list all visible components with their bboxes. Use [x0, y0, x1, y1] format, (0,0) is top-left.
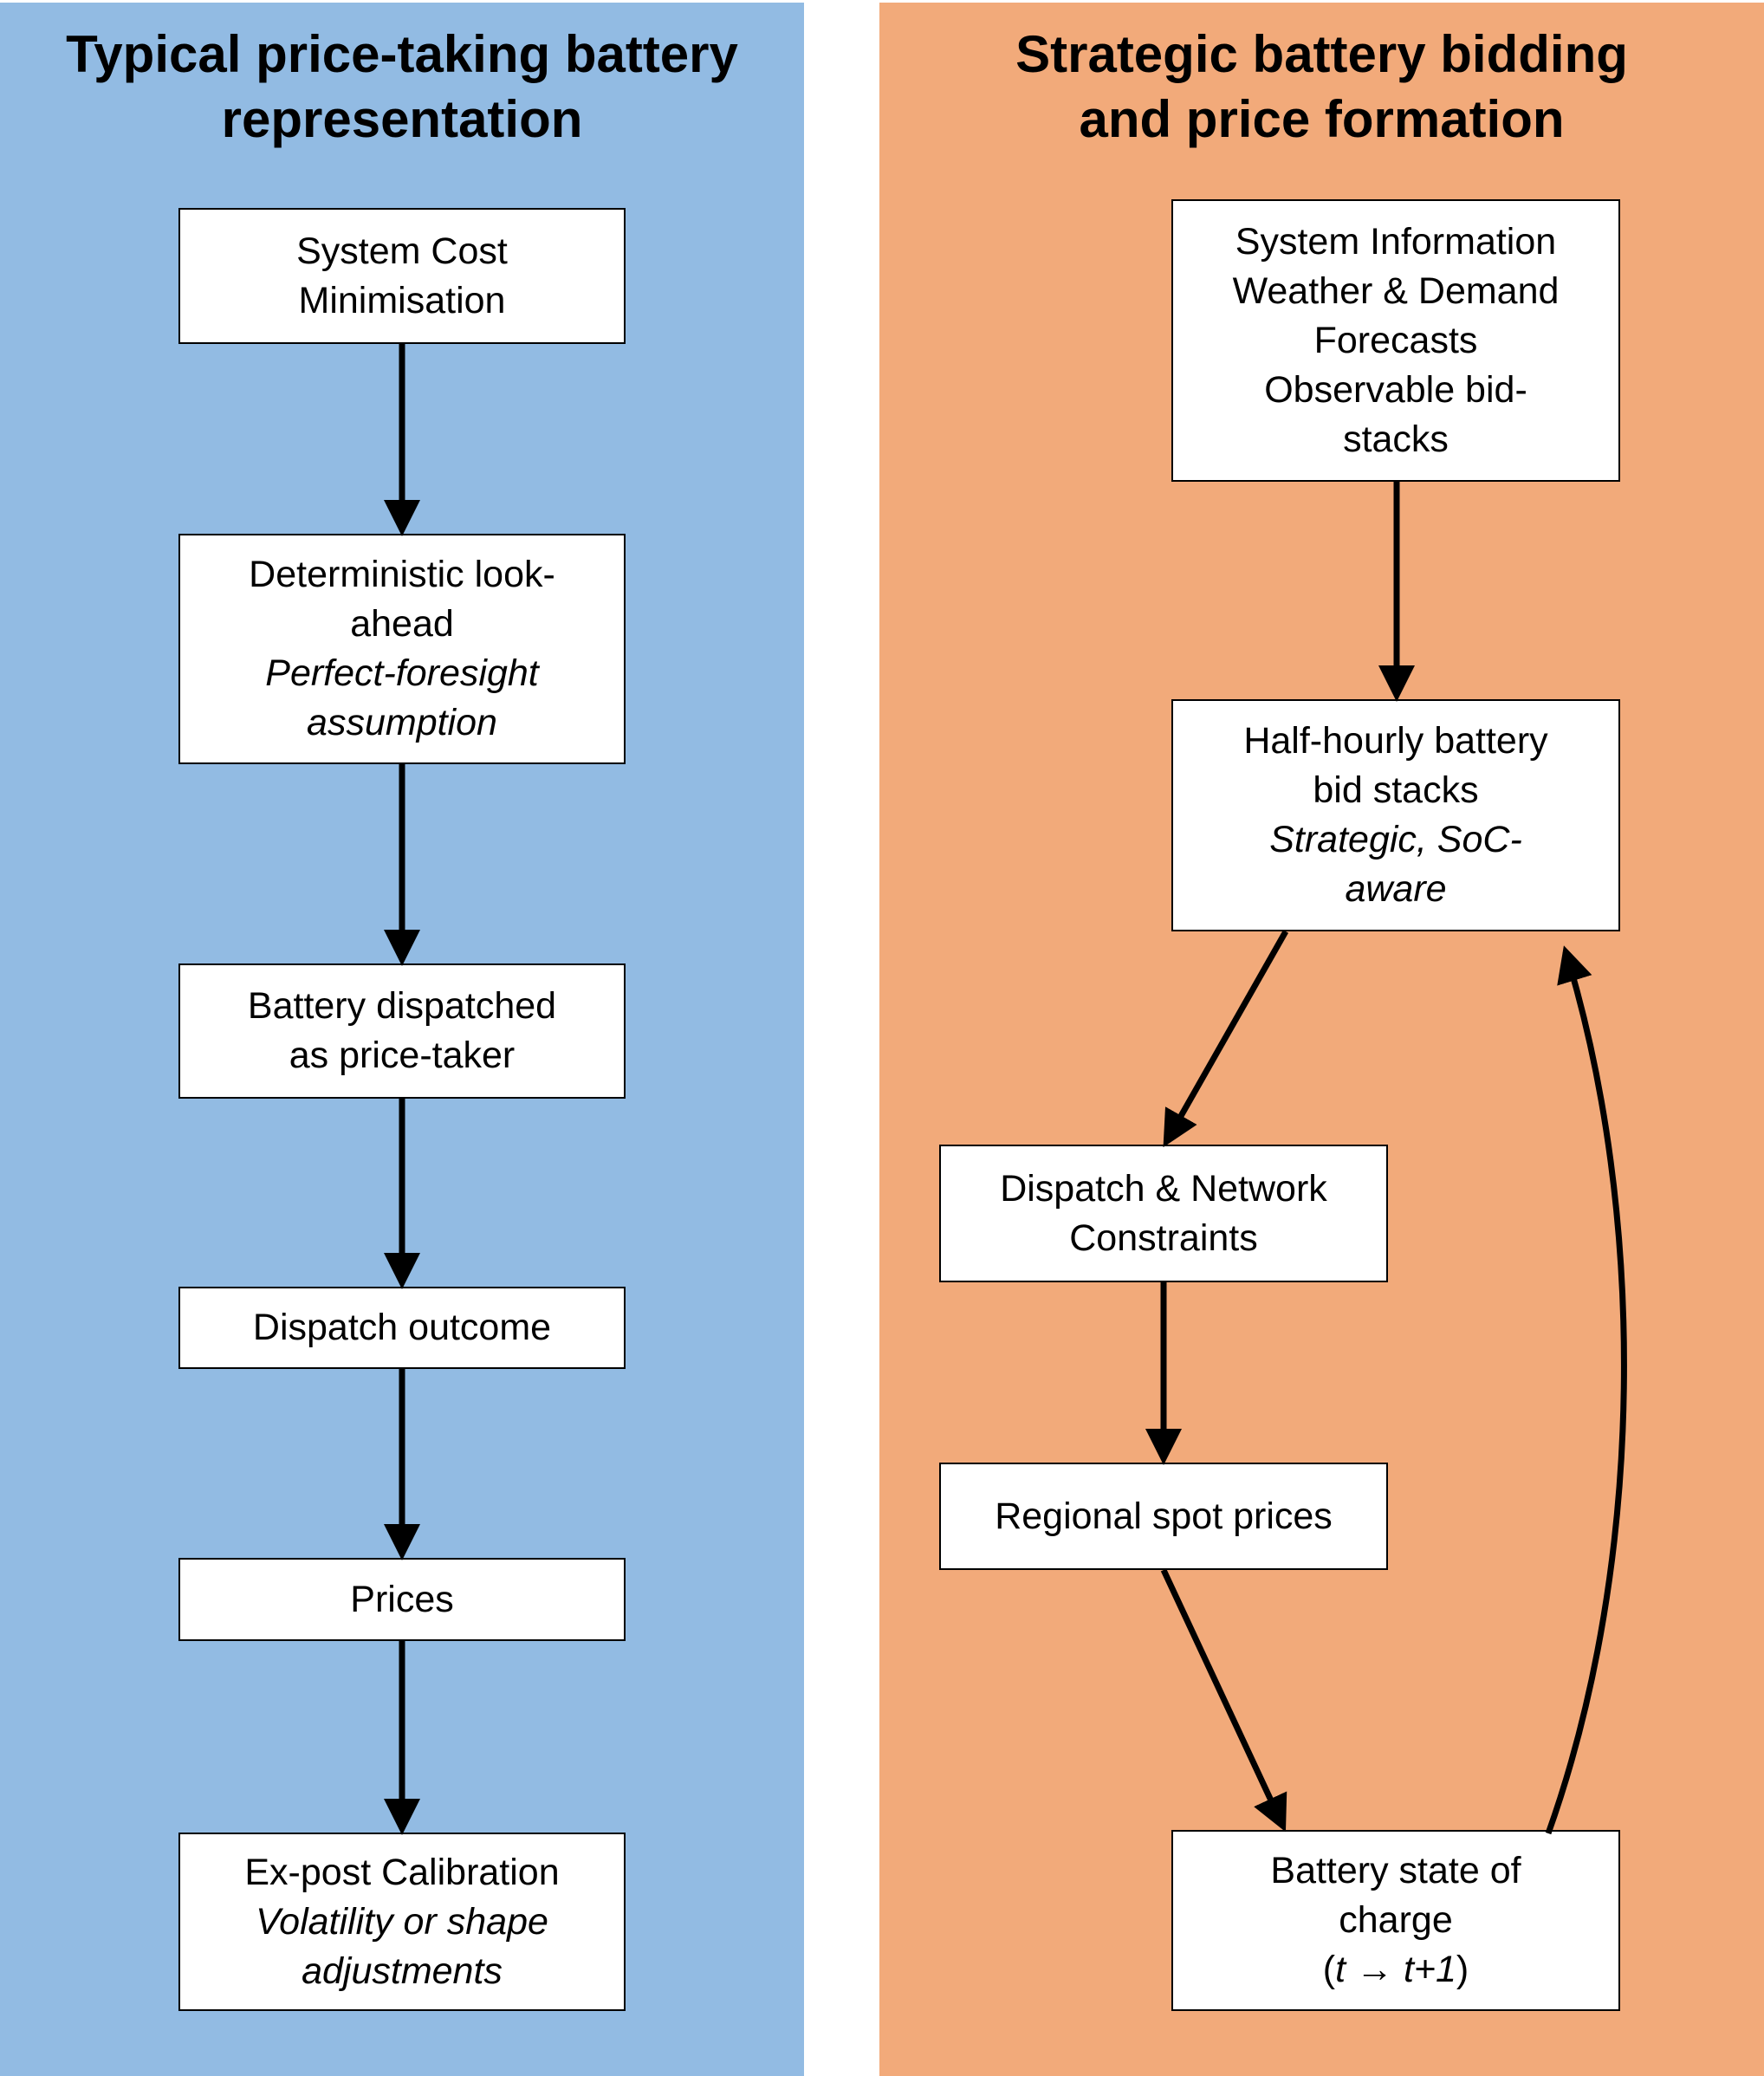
- price-taking-panel-title: Typical price-taking battery representat…: [0, 22, 804, 152]
- box-line: System Cost: [296, 230, 508, 272]
- box-line-italic: assumption: [307, 702, 497, 743]
- box-line: Half-hourly battery: [1243, 720, 1548, 762]
- strategic-bidding-panel-title: Strategic battery bidding and price form…: [879, 22, 1764, 152]
- title-line-2: representation: [221, 90, 583, 148]
- box-line: Minimisation: [298, 279, 506, 321]
- box-deterministic-look-ahead: Deterministic look- ahead Perfect-foresi…: [178, 534, 626, 764]
- box-prices: Prices: [178, 1558, 626, 1641]
- box-line: Ex-post Calibration: [244, 1851, 560, 1893]
- box-system-cost-minimisation: System Cost Minimisation: [178, 208, 626, 344]
- box-line-italic: aware: [1345, 868, 1447, 910]
- paren-open: (: [1322, 1949, 1336, 1990]
- box-line-italic: Perfect-foresight: [265, 652, 539, 694]
- box-line: Regional spot prices: [995, 1495, 1333, 1537]
- box-line: Deterministic look-: [249, 554, 555, 595]
- paren-close: ): [1456, 1949, 1469, 1990]
- title-line-1: Typical price-taking battery: [66, 25, 738, 83]
- time-t: t: [1335, 1949, 1346, 1990]
- box-system-information: System Information Weather & Demand Fore…: [1171, 199, 1620, 482]
- box-line: Battery state of: [1270, 1850, 1521, 1891]
- box-line: Weather & Demand: [1232, 269, 1560, 312]
- box-line: Battery dispatched: [247, 985, 557, 1027]
- box-line: Constraints: [1069, 1216, 1258, 1259]
- box-line: charge: [1339, 1899, 1453, 1941]
- box-line: Prices: [350, 1578, 454, 1620]
- box-line-italic: Strategic, SoC-: [1269, 819, 1522, 860]
- box-line: stacks: [1343, 418, 1449, 460]
- box-line: Observable bid-: [1264, 368, 1527, 411]
- box-regional-spot-prices: Regional spot prices: [939, 1463, 1388, 1570]
- time-t-plus-1: t+1: [1403, 1949, 1456, 1990]
- box-line: bid stacks: [1313, 769, 1479, 811]
- box-ex-post-calibration: Ex-post Calibration Volatility or shape …: [178, 1833, 626, 2011]
- box-line: Dispatch outcome: [252, 1307, 552, 1348]
- arrow-glyph: →: [1346, 1949, 1404, 1990]
- box-line: as price-taker: [289, 1035, 516, 1076]
- title-line-1: Strategic battery bidding: [1015, 25, 1628, 83]
- title-line-2: and price formation: [1079, 90, 1565, 148]
- box-line-italic: adjustments: [302, 1949, 503, 1992]
- box-line-italic: Volatility or shape: [256, 1900, 548, 1943]
- box-line: System Information: [1235, 220, 1557, 263]
- box-battery-dispatched: Battery dispatched as price-taker: [178, 963, 626, 1099]
- box-dispatch-outcome: Dispatch outcome: [178, 1287, 626, 1369]
- box-line-mixed: (t → t+1): [1323, 1945, 1469, 1995]
- box-line: ahead: [350, 603, 454, 645]
- box-dispatch-network-constraints: Dispatch & Network Constraints: [939, 1145, 1388, 1282]
- box-half-hourly-bid-stacks: Half-hourly battery bid stacks Strategic…: [1171, 699, 1620, 931]
- box-battery-state-of-charge: Battery state of charge (t → t+1): [1171, 1830, 1620, 2011]
- box-line: Dispatch & Network: [1000, 1167, 1327, 1210]
- box-line: Forecasts: [1313, 319, 1478, 361]
